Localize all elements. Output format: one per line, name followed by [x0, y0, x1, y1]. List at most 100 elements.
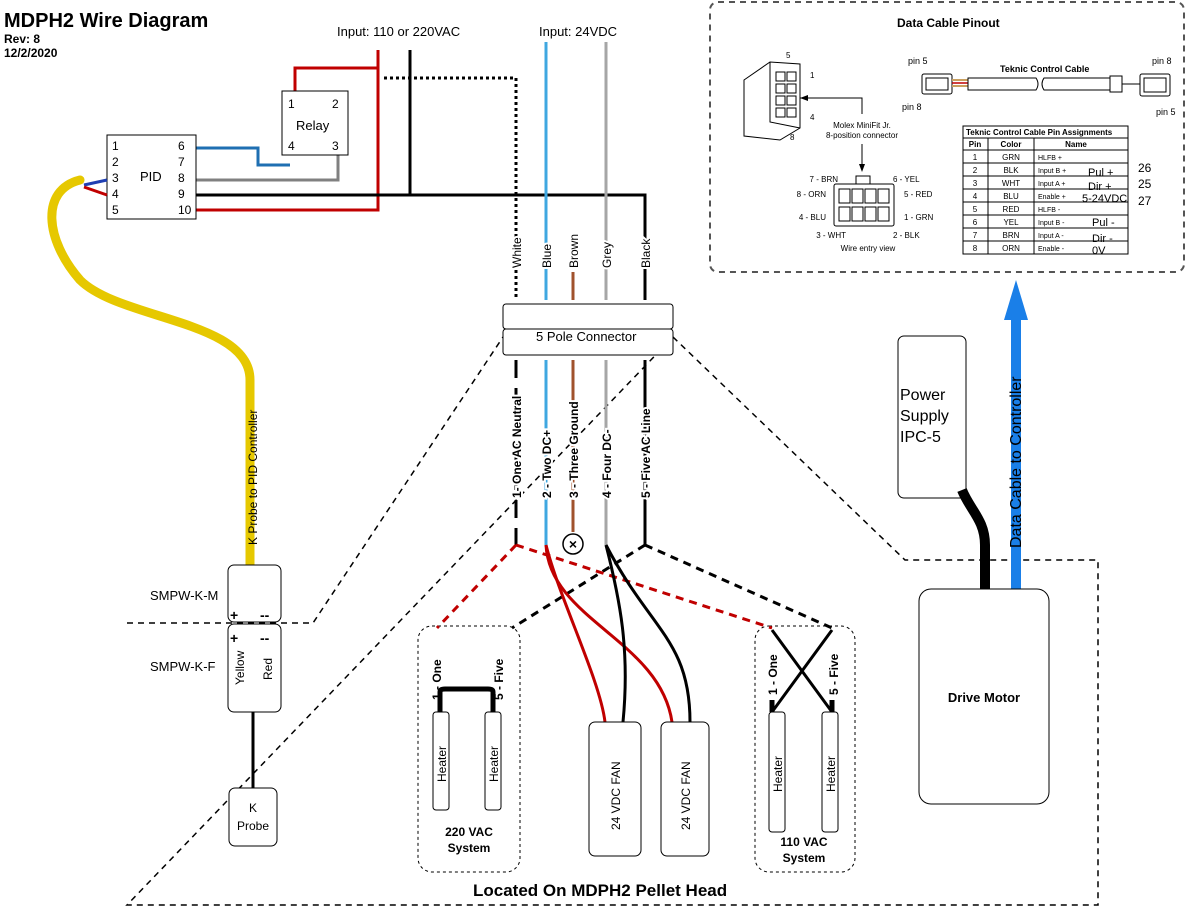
table-cell: BRN [1003, 231, 1020, 240]
pellet-head-label: Located On MDPH2 Pellet Head [473, 881, 727, 900]
heater-system-110: 1 - One 5 - Five Heater Heater 110 VAC S… [766, 629, 841, 865]
side-number: 27 [1138, 194, 1152, 208]
smpw-k-m-connector [227, 564, 282, 623]
heater [821, 711, 839, 833]
fan2-black-wire [604, 544, 692, 723]
table-cell: Input A - [1038, 233, 1064, 240]
heater-lead-stubs [769, 700, 835, 712]
k-probe-label: K [249, 801, 257, 815]
side-number: 25 [1138, 177, 1152, 191]
heater [484, 711, 502, 811]
cable-pin-label: pin 8 [1152, 56, 1172, 66]
fan2-red-wire [544, 544, 674, 723]
red-pin-label: Red [261, 658, 275, 680]
heater-label: Heater [435, 746, 449, 782]
heater-110-enclosure [754, 625, 856, 873]
heater-jumper-wire [437, 686, 496, 712]
connector-label: 5 Pole Connector [536, 329, 637, 344]
heater-label: Heater [824, 756, 838, 792]
fan-label: 24 VDC FAN [679, 761, 693, 830]
fan1-black-wire [604, 544, 627, 723]
molex-label: Molex MiniFit Jr. [833, 121, 891, 130]
pinout-panel-border [709, 1, 1185, 273]
molex-pin-number: 4 [810, 113, 815, 122]
pid-pin-number: 4 [112, 187, 119, 201]
handwritten-annotation: Pul + [1088, 167, 1113, 179]
k-probe-cable [47, 175, 255, 570]
wire-entry-pin-label: 6 - YEL [893, 175, 920, 184]
heater-label: Heater [487, 746, 501, 782]
power-supply-label: Power [900, 387, 946, 404]
teknic-cable-label: Teknic Control Cable [1000, 64, 1089, 74]
table-cell: Input A + [1038, 181, 1065, 188]
pellet-head-boundary [125, 335, 1099, 906]
wire-entry-pin-label: 2 - BLK [893, 231, 920, 240]
relay-label: Relay [296, 118, 330, 133]
table-cell: BLK [1003, 166, 1019, 175]
plus-sign: + [230, 607, 238, 623]
handwritten-annotation: 5-24VDC [1082, 193, 1127, 205]
revision-date: 12/2/2020 [4, 46, 58, 60]
power-supply-label: Supply [900, 408, 949, 425]
data-cable-pinout: Data Cable Pinout 5 1 4 8 Molex MiniFit … [743, 16, 1176, 257]
ac-white-wire [384, 76, 518, 300]
heater-lead-one-label: 1 - One [766, 654, 780, 695]
cable-pin-label: pin 8 [902, 102, 922, 112]
smpw-k-f-label: SMPW-K-F [150, 659, 216, 674]
pid-pin-number: 5 [112, 203, 119, 217]
pid-label: PID [140, 169, 162, 184]
wire-entry-pin-label: 4 - BLU [799, 213, 826, 222]
relay-pin: 4 [288, 139, 295, 153]
k-probe-cable-label: K Probe to PID Controller [246, 410, 260, 545]
table-cell: GRN [1002, 153, 1020, 162]
ground-symbol-icon [562, 533, 584, 555]
pid-pin-number: 9 [178, 187, 185, 201]
ac-input-label: Input: 110 or 220VAC [337, 24, 460, 39]
diagram-title: MDPH2 Wire Diagram [4, 10, 209, 32]
callout-arrow-icon [800, 95, 808, 101]
ground-x-glyph: × [569, 536, 577, 552]
table-cell: HLFB + [1038, 155, 1062, 162]
cable-pin-label: pin 5 [908, 56, 928, 66]
ac-black-wire [408, 50, 647, 300]
relay-pin: 2 [332, 97, 339, 111]
table-header: Name [1065, 140, 1087, 149]
molex-label: 8-position connector [826, 131, 898, 140]
line-to-220-heater [511, 543, 646, 630]
yellow-pin-label: Yellow [233, 650, 247, 685]
molex-pin-number: 8 [790, 133, 795, 142]
pid-pin-number: 2 [112, 155, 119, 169]
k-probe-label: Probe [237, 819, 269, 833]
callout-arrow-icon [859, 164, 865, 172]
drive-motor-label: Drive Motor [948, 690, 1020, 705]
header: MDPH2 Wire Diagram Rev: 8 12/2/2020 [4, 10, 208, 60]
relay-pin: 3 [332, 139, 339, 153]
wire-color-label: Black [639, 238, 653, 268]
pid-relay-grey-wire [196, 150, 340, 182]
molex-pin-number: 1 [810, 71, 815, 80]
handwritten-annotation: Pul - [1092, 217, 1115, 229]
table-cell: 1 [973, 153, 978, 162]
table-cell: Input B - [1038, 220, 1065, 227]
pid-pin-number: 10 [178, 203, 192, 217]
molex-connector-drawing: 5 1 4 8 [743, 51, 815, 142]
neutral-to-110-heater [515, 543, 773, 630]
pole-label: 5 - Five AC Line [639, 408, 653, 498]
molex-callout-line [800, 97, 863, 114]
pid-pin-number: 7 [178, 155, 185, 169]
heater [432, 711, 450, 811]
probe-blue-lead [83, 178, 108, 187]
table-cell: YEL [1003, 218, 1019, 227]
heater [768, 711, 786, 833]
table-cell: 4 [973, 192, 978, 201]
pid-pin-number: 3 [112, 171, 119, 185]
relay: Relay 1 2 4 3 [281, 90, 349, 156]
system-110-label: 110 VAC [780, 835, 827, 849]
pole-label: 3 - Three Ground [567, 401, 581, 498]
data-cable-label: Data Cable to Controller [1008, 376, 1025, 548]
molex-pin-number: 5 [786, 51, 791, 60]
table-cell: 8 [973, 244, 978, 253]
system-220-label: 220 VAC [445, 825, 493, 839]
table-cell: Input B + [1038, 168, 1066, 175]
